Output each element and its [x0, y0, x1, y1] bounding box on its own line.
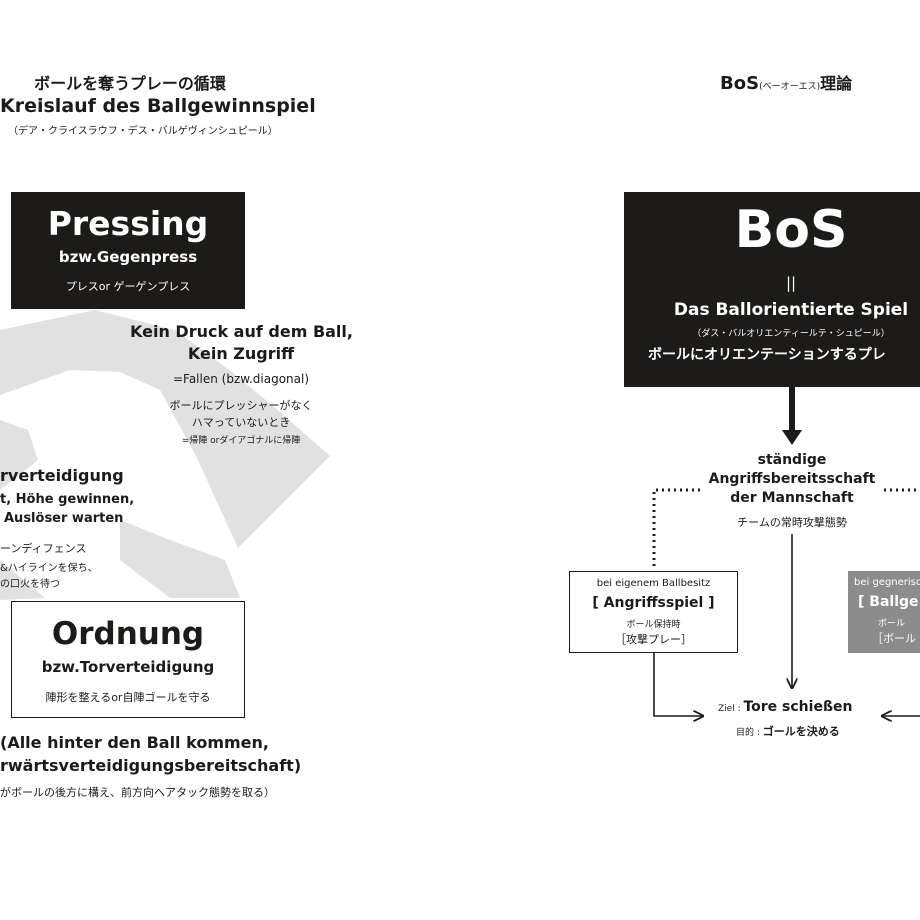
own-possession-ja2: ［攻撃プレー］	[615, 633, 692, 646]
cycle-arrow-bottom	[120, 520, 240, 598]
pressing-box: Pressing bzw.Gegenpress プレスor ゲーゲンプレス	[11, 192, 245, 309]
zone-line3: ーンディフェンス	[0, 542, 87, 555]
bottom-line2: rwärtsverteidigungsbereitschaft)	[0, 756, 302, 775]
cycle-arrow-top	[0, 310, 330, 548]
right-title-kana: (ベーオーエス)	[759, 82, 821, 92]
bottom-line3: がボールの後方に構え、前方向へアタック態勢を取る）	[0, 786, 275, 799]
no-pressure-line1: Kein Druck auf dem Ball,	[130, 322, 353, 341]
no-pressure-line4: ボールにプレッシャーがなく	[169, 399, 313, 412]
bos-de: Das Ballorientierte Spiel	[673, 300, 909, 320]
goal-de: Ziel : Tore schießen	[718, 696, 852, 715]
opp-possession-ja2: ［ボール	[872, 632, 916, 645]
ordnung-box: Ordnung bzw.Torverteidigung 陣形を整えるor自陣ゴー…	[11, 601, 245, 718]
opp-possession-pre: bei gegnerisc	[854, 577, 920, 588]
no-pressure-line2: Kein Zugriff	[187, 344, 295, 363]
ordnung-title: Ordnung	[51, 616, 205, 652]
staendige-ja: チームの常時攻撃態勢	[737, 516, 847, 529]
left-title-kana: （デア・クライスラウフ・デス・バルゲヴィンシュピール）	[8, 126, 278, 137]
pressing-subtitle: bzw.Gegenpress	[58, 248, 198, 266]
staendige-line3: der Mannschaft	[730, 490, 854, 506]
ordnung-ja: 陣形を整えるor自陣ゴールを守る	[45, 691, 211, 704]
goal-ja-text: ゴールを決める	[762, 725, 840, 738]
own-possession-title: [ Angriffsspiel ]	[592, 595, 715, 611]
own-possession-ja1: ボール保持時	[626, 620, 681, 630]
zone-title: rverteidigung	[0, 466, 124, 485]
zone-line4: &ハイラインを保ち、	[0, 563, 98, 574]
zone-line5: の口火を待つ	[0, 579, 60, 590]
no-pressure-line3: =Fallen (bzw.diagonal)	[172, 372, 310, 386]
goal-ja: 目的 : ゴールを決める	[736, 720, 840, 739]
opp-possession-title: [ Ballge	[858, 594, 919, 610]
bottom-line1: (Alle hinter den Ball kommen,	[0, 733, 269, 752]
pressing-ja: プレスor ゲーゲンプレス	[65, 280, 191, 293]
bos-box: BoS || Das Ballorientierte Spiel （ダス・バルオ…	[624, 192, 920, 387]
no-pressure-line5: ハマっていないとき	[191, 416, 291, 429]
staendige-line1: ständige	[757, 452, 827, 468]
bos-kana: （ダス・バルオリエンティールテ・シュピール）	[692, 329, 890, 339]
bos-title: BoS	[734, 200, 848, 260]
right-title-ja: 理論	[820, 74, 853, 93]
goal-text: Tore schießen	[743, 699, 853, 715]
left-title-ja: ボールを奪うプレーの循環	[34, 74, 226, 93]
bos-equals: ||	[785, 274, 797, 292]
arrow-own-goal	[653, 652, 703, 716]
opp-possession-ja1: ボール	[878, 619, 906, 629]
ordnung-subtitle: bzw.Torverteidigung	[41, 658, 215, 676]
arrow-bos-down-head	[782, 430, 802, 445]
staendige-line2: Angriffsbereitsschaft	[708, 471, 876, 487]
no-pressure-line6: =帰陣 orダイアゴナルに帰陣	[181, 436, 301, 446]
right-title: BoS(ベーオーエス)理論	[720, 70, 852, 94]
zone-line1: t, Höhe gewinnen,	[0, 492, 135, 507]
goal-label: Ziel :	[718, 704, 744, 714]
left-title-de: Kreislauf des Ballgewinnspiel	[0, 95, 316, 117]
opp-possession-box: bei gegnerisc [ Ballge ボール ［ボール	[848, 571, 920, 653]
pressing-title: Pressing	[47, 204, 209, 243]
cycle-arrow-left	[0, 420, 45, 600]
bos-ja: ボールにオリエンテーションするプレ	[648, 347, 886, 363]
own-possession-box: bei eigenem Ballbesitz [ Angriffsspiel ]…	[569, 571, 738, 653]
goal-ja-label: 目的 :	[736, 728, 763, 738]
own-possession-pre: bei eigenem Ballbesitz	[596, 578, 711, 589]
zone-line2: Auslöser warten	[4, 511, 124, 526]
right-title-bos: BoS	[720, 73, 760, 94]
